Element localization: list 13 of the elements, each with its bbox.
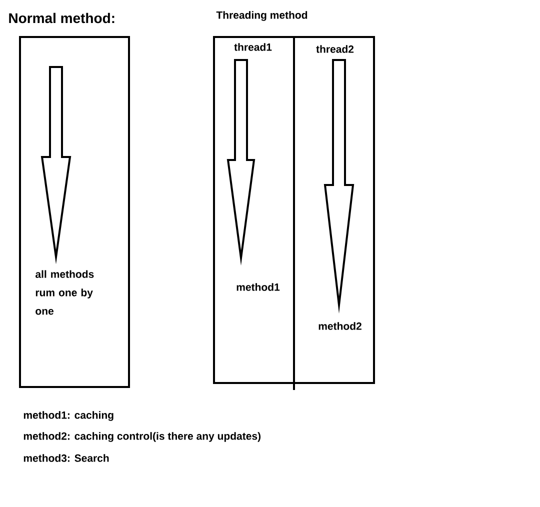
- legend-note: method3: Search: [24, 454, 109, 462]
- legend-note: method2: caching control(is there any updates): [24, 432, 260, 442]
- heading: Normal method:: [9, 12, 114, 24]
- column-box: [213, 36, 295, 384]
- column-box: [293, 36, 375, 384]
- column-label: thread1: [234, 43, 272, 51]
- panel-box: [9, 12, 130, 388]
- method-label: method2: [318, 322, 362, 330]
- note-text: all methods rum one by one: [36, 270, 94, 315]
- method-label: method1: [236, 283, 280, 291]
- column-label: thread2: [316, 45, 354, 53]
- heading: Threading method: [216, 11, 308, 21]
- legend-note: method1: caching: [24, 411, 114, 421]
